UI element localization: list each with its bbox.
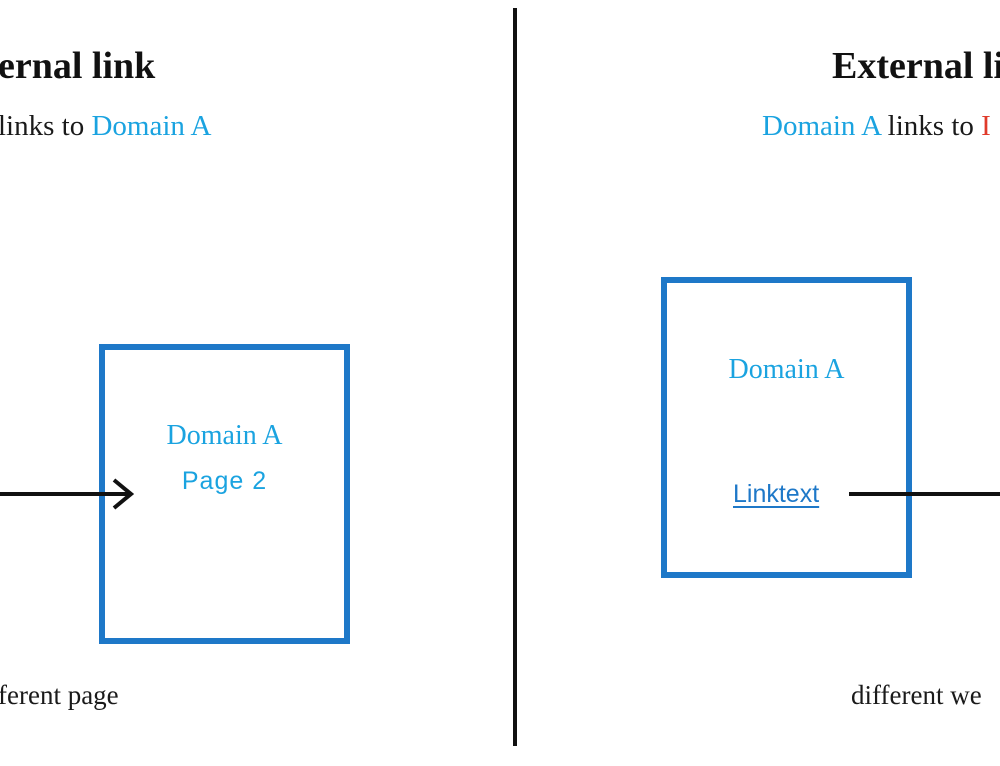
subtitle-prefix: links to xyxy=(0,110,92,142)
right-caption: different we xyxy=(851,680,982,710)
subtitle-target-domain: I xyxy=(981,110,991,142)
subtitle-domain: Domain A xyxy=(91,110,212,142)
left-caption: ferent page xyxy=(0,680,119,710)
right-box-domain-label: Domain A xyxy=(728,354,845,385)
internal-link-subtitle: links to Domain A xyxy=(0,110,212,143)
panel-divider xyxy=(513,8,517,746)
linktext-link[interactable]: Linktext xyxy=(733,480,820,508)
domain-a-box xyxy=(661,277,912,578)
left-box-page-label: Page 2 xyxy=(181,467,268,495)
left-box-domain-label: Domain A xyxy=(166,420,283,451)
external-link-title: External li xyxy=(832,45,1000,87)
internal-link-arrow xyxy=(0,478,135,510)
subtitle-domain: Domain A xyxy=(762,110,881,142)
external-link-subtitle: Domain A links to I xyxy=(762,110,991,143)
subtitle-mid: links to xyxy=(880,110,982,142)
internal-link-title: ernal link xyxy=(0,45,156,87)
